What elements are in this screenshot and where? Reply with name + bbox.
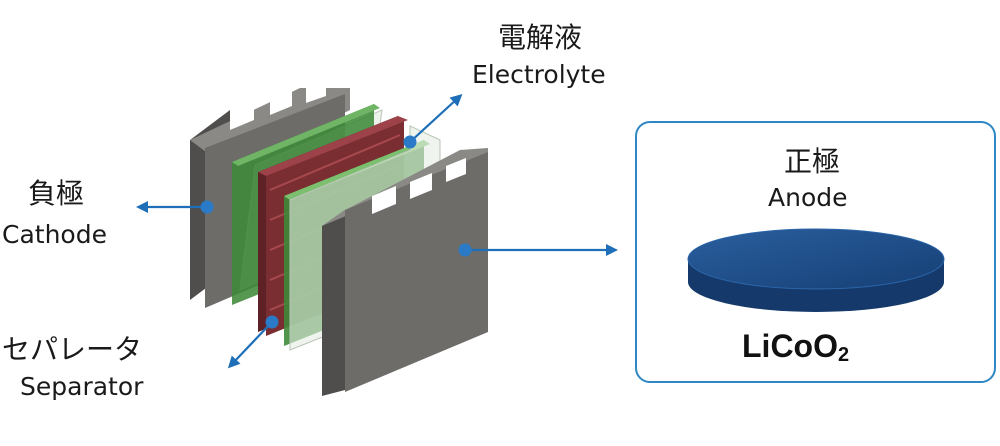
anode-plate [322, 148, 488, 396]
formula-main: LiCoO [742, 328, 838, 364]
anode-label-ja: 正極 [784, 145, 841, 178]
electrolyte-label-en: Electrolyte [472, 60, 606, 89]
separator-label-en: Separator [20, 372, 144, 401]
cathode-callout [136, 200, 214, 214]
separator-label-ja: セパレータ [2, 333, 143, 366]
cell-stack-icon [190, 80, 488, 396]
electrolyte-label-ja: 電解液 [498, 21, 583, 54]
licoo2-disc-icon [687, 228, 945, 312]
anode-label-en: Anode [768, 183, 848, 212]
cathode-label-en: Cathode [2, 220, 107, 249]
anode-callout [458, 243, 618, 257]
electrolyte-dot [403, 135, 417, 149]
formula-subscript: 2 [837, 344, 850, 366]
anode-material-formula: LiCoO2 [742, 328, 849, 373]
electrolyte-callout [403, 93, 463, 149]
cathode-dot [200, 200, 214, 214]
separator-dot [265, 315, 279, 329]
anode-dot [458, 243, 472, 257]
separator-callout [227, 315, 279, 369]
cathode-label-ja: 負極 [28, 177, 85, 210]
